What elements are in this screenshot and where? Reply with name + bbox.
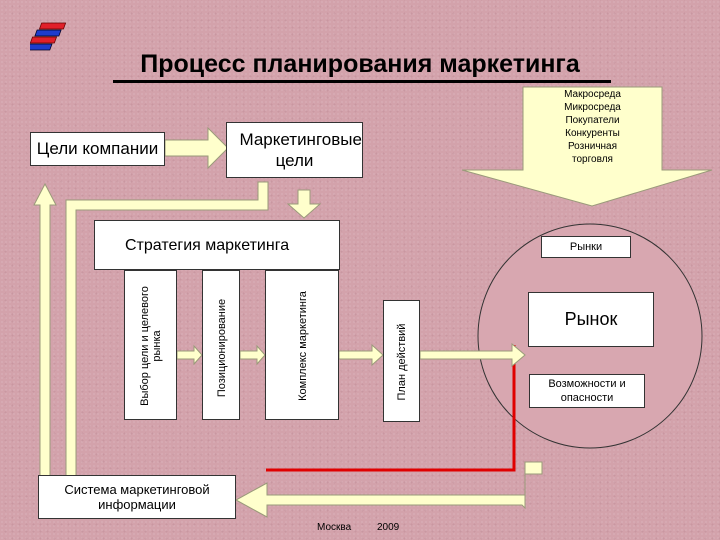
mis-label: Система маркетинговой информации xyxy=(64,482,210,512)
environment-item: Макросреда xyxy=(564,89,621,100)
page-title: Процесс планирования маркетинга xyxy=(140,50,580,78)
target-market-box: Выбор цели и целевого рынка xyxy=(124,270,177,420)
market-label: Рынок xyxy=(564,309,618,329)
arrow-mis-to-goals xyxy=(33,182,57,479)
marketing-mix-box: Комплекс маркетинга xyxy=(265,270,339,420)
environment-list: Макросреда Микросреда Покупатели Конкуре… xyxy=(523,88,662,166)
markets-box: Рынки xyxy=(541,236,631,258)
environment-item: Покупатели xyxy=(565,115,620,126)
arrow-environment xyxy=(461,86,713,207)
mis-box: Система маркетинговой информации xyxy=(38,475,236,519)
arrow-goals-to-marketing xyxy=(164,126,229,170)
positioning-label: Позиционирование xyxy=(216,298,228,398)
title-underline xyxy=(113,80,611,83)
arrow-to-positioning xyxy=(176,344,203,366)
environment-item: Микросреда xyxy=(564,102,621,113)
arrow-marketing-to-strategy xyxy=(286,189,322,219)
arrow-market-to-mis xyxy=(234,461,543,518)
action-plan-box: План действий xyxy=(383,300,420,422)
company-goals-label: Цели компании xyxy=(36,139,159,158)
opportunities-box: Возможности и опасности xyxy=(529,374,645,408)
arrow-to-action-plan xyxy=(338,343,384,367)
footer-city: Москва xyxy=(317,522,352,533)
company-goals-box: Цели компании xyxy=(30,132,165,166)
market-box: Рынок xyxy=(528,292,654,347)
environment-item: торговля xyxy=(572,154,613,165)
marketing-goals-box: Маркетинговые цели xyxy=(226,122,363,178)
arrow-mis-to-marketing xyxy=(65,181,269,479)
environment-item: Розничная xyxy=(567,141,618,152)
arrow-to-market xyxy=(419,342,526,368)
opportunities-label: Возможности и опасности xyxy=(548,378,626,404)
markets-label: Рынки xyxy=(569,241,603,253)
marketing-goals-label: Маркетинговые цели xyxy=(239,130,362,170)
environment-item: Конкуренты xyxy=(565,128,620,139)
arrow-to-marketing-mix xyxy=(239,344,266,366)
market-red-line xyxy=(266,345,516,472)
footer-year: 2009 xyxy=(377,522,400,533)
action-plan-label: План действий xyxy=(396,323,408,401)
strategy-box: Стратегия маркетинга xyxy=(94,220,340,270)
marketing-mix-label: Комплекс маркетинга xyxy=(297,291,309,401)
stacked-books-logo-icon xyxy=(25,22,68,57)
positioning-box: Позиционирование xyxy=(202,270,240,420)
target-market-label: Выбор цели и целевого рынка xyxy=(139,286,163,406)
strategy-label: Стратегия маркетинга xyxy=(125,237,290,254)
